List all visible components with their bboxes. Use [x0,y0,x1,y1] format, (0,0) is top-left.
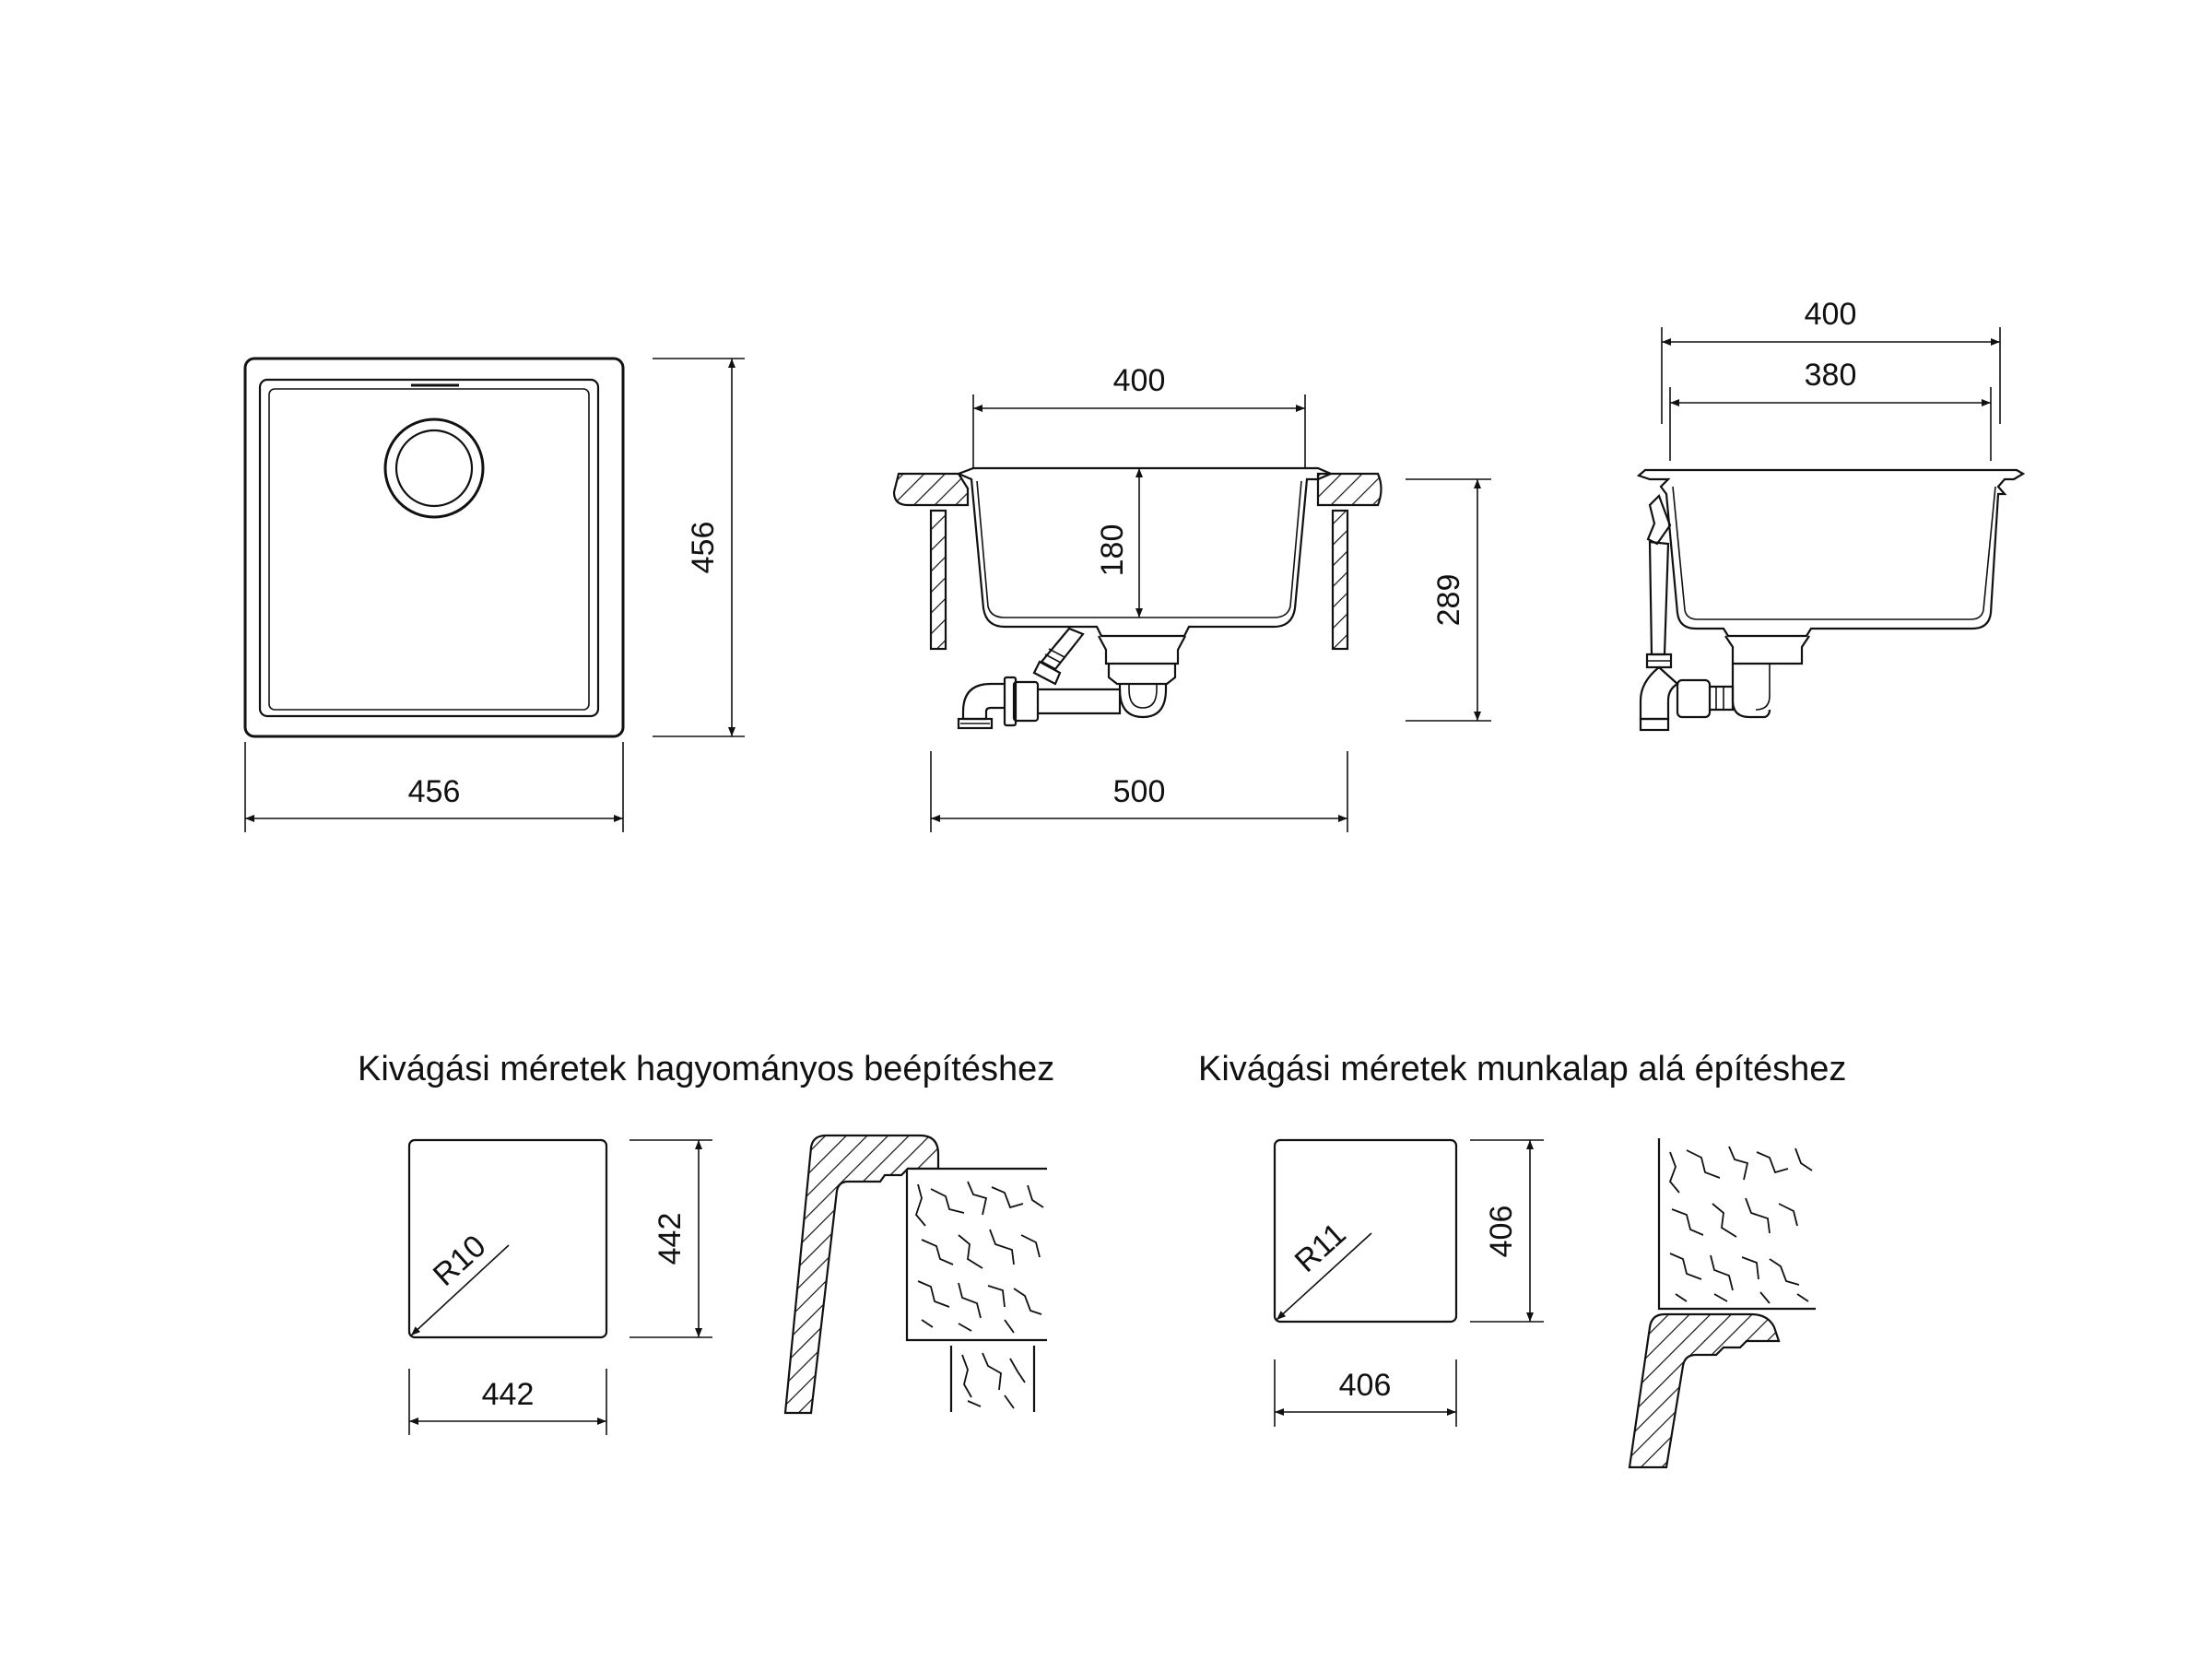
side-view: 400 380 [1636,297,2026,732]
cutout-undermount-outline [1273,1138,1458,1324]
trap-bowl [1118,684,1168,719]
cutout-standard-radius-label: R10 [427,1229,493,1293]
countertop-left [892,472,970,507]
sink-body-outer [956,466,1334,638]
side-overflow-pipe [1646,494,1672,546]
cabinet-wall-left [929,509,947,651]
undermount-countertop-section [1659,1138,1816,1309]
drain-inner-circle [394,429,474,508]
cutout-standard: Kivágási méretek hagyományos beépítéshez… [358,1050,1054,1435]
cutout-undermount-height-label: 406 [1484,1206,1519,1258]
overflow-pipe [1040,627,1085,671]
front-view: 400 180 500 289 [892,363,1491,832]
cutout-standard-width-label: 442 [482,1377,535,1412]
undermount-sink-flange [1628,1312,1781,1469]
countertop-right [1316,472,1382,507]
drain-outer-circle [383,418,485,519]
cabinet-wall-right [1331,509,1349,651]
side-sink-body-outer [1636,468,2026,638]
sink-bowl-inner [268,388,590,711]
front-view-depth-label: 180 [1095,524,1130,577]
top-view-height-label: 456 [686,522,721,574]
cutout-standard-outline [407,1138,608,1339]
side-view-outer-width-label: 400 [1805,297,1857,332]
sink-bowl-outline [258,378,600,718]
top-view: 456 456 [243,357,745,832]
elbow-outlet [961,682,1005,721]
sink-section-flange [783,1134,940,1415]
front-view-overall-height-label: 289 [1431,574,1466,627]
cutout-undermount-caption: Kivágási méretek munkalap alá építéshez [1198,1050,1846,1088]
cutout-undermount: Kivágási méretek munkalap alá építéshez … [1198,1050,1846,1469]
sink-outer-rim [243,357,625,738]
waste-pipe [1037,688,1122,715]
front-view-inner-width-label: 400 [1113,363,1166,398]
cutout-standard-height-label: 442 [653,1213,688,1265]
cutout-undermount-radius-label: R11 [1288,1217,1353,1279]
top-view-width-label: 456 [408,774,461,809]
front-view-overall-width-label: 500 [1113,774,1166,809]
cutout-undermount-width-label: 406 [1339,1368,1392,1403]
countertop-section [907,1169,1047,1340]
drain-basket [1098,635,1186,665]
cutout-standard-caption: Kivágási méretek hagyományos beépítéshez [358,1050,1054,1088]
side-view-inner-width-label: 380 [1805,358,1857,393]
side-sink-body-inner [1672,486,1996,620]
